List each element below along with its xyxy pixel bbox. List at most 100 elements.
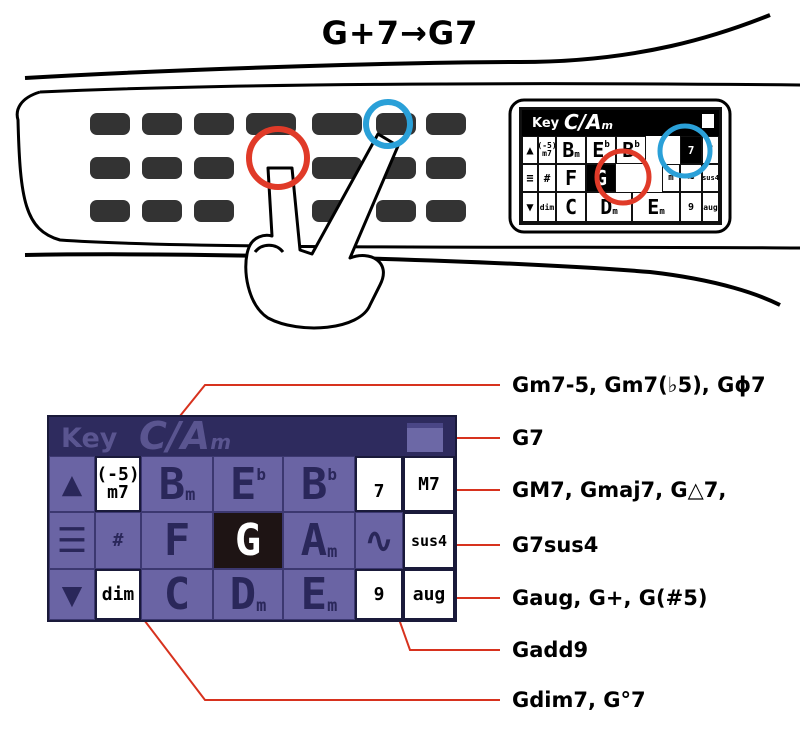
device-key: [312, 113, 362, 135]
device-cell-sus4: sus4: [702, 164, 719, 192]
device-cell-text: E: [592, 138, 605, 162]
device-cell-am: m: [662, 164, 680, 192]
panel-key-bar: Key C/Am: [49, 414, 455, 458]
chord-root-text: B: [300, 458, 328, 510]
chord-type-add9[interactable]: 9: [355, 569, 403, 620]
device-cell-text: aug: [703, 202, 718, 212]
device-key: [376, 200, 416, 222]
device-cell-text: F: [564, 166, 578, 190]
panel-key-label: Key: [61, 423, 118, 454]
device-key: [142, 113, 182, 135]
chord-type-7[interactable]: 7: [355, 456, 403, 512]
chord-type-aug[interactable]: aug: [403, 569, 455, 620]
chord-root-text: E: [229, 458, 257, 510]
device-cell-text: b: [604, 140, 610, 150]
label-aug: Gaug, G+, G(#5): [512, 586, 708, 610]
device-top-edge: [24, 13, 771, 80]
device-key: [90, 200, 130, 222]
chord-type-text: sus4: [410, 531, 448, 550]
blue-screen-ring: [657, 123, 713, 179]
device-cell-aug: aug: [702, 192, 719, 222]
chord-type-maj7[interactable]: M7: [403, 456, 455, 512]
chord-type-text: dim: [101, 584, 135, 605]
device-cell-text: b: [634, 140, 640, 150]
menu-icon[interactable]: ☰: [49, 512, 95, 569]
chord-root-suffix: b: [327, 464, 338, 484]
label-sus4: G7sus4: [512, 533, 599, 557]
chord-root-text: D: [229, 569, 257, 620]
device-key: [142, 200, 182, 222]
chord-root-g-selected[interactable]: G: [213, 512, 283, 569]
device-key: [90, 113, 130, 135]
red-screen-ring: [594, 148, 652, 206]
m7b5-bottom-text: m7: [107, 482, 129, 503]
diagram-title: G+7→G7: [321, 14, 479, 52]
panel-key-value: C/Am: [139, 414, 231, 458]
chord-type-dim[interactable]: dim: [95, 569, 141, 620]
device-cell-c: C: [556, 192, 586, 222]
device-key: [90, 157, 130, 179]
device-cell-text: 9: [687, 201, 695, 213]
panel-key-value-text: C/A: [139, 414, 211, 458]
label-maj7: GM7, Gmaj7, G△7,: [512, 478, 727, 502]
device-cell-text: m: [574, 150, 580, 160]
chord-root-f[interactable]: F: [141, 512, 213, 569]
sharp-button[interactable]: #: [95, 512, 141, 569]
chord-root-text: A: [300, 515, 328, 566]
device-key: [194, 200, 234, 222]
device-key: [142, 157, 182, 179]
down-arrow-icon[interactable]: ▼: [49, 569, 95, 620]
device-cell-text: sus4: [702, 174, 719, 182]
device-top-rim: [39, 82, 800, 94]
device-cell-text: #: [543, 171, 551, 185]
up-arrow-icon: ▲: [522, 136, 538, 164]
device-cell-m7b5: (-5)m7: [537, 136, 557, 164]
chord-root-suffix: m: [327, 595, 338, 616]
chord-type-text: M7: [418, 473, 440, 495]
chord-type-m7b5[interactable]: (-5) m7: [95, 456, 141, 512]
device-cell-7: 7: [680, 136, 702, 164]
leader-line-add9: [394, 607, 500, 651]
device-key: [426, 200, 466, 222]
device-cell-9: 9: [680, 192, 702, 222]
device-screen-header: Key C/Am: [522, 110, 719, 136]
red-touch-ring: [246, 126, 310, 190]
wave-icon[interactable]: ∿: [355, 512, 403, 569]
chord-root-c[interactable]: C: [141, 569, 213, 620]
device-cell-text: m: [612, 207, 618, 217]
sharp-text: #: [112, 530, 124, 551]
hand-thumb-line: [253, 243, 285, 254]
chord-type-text: 9: [373, 584, 385, 605]
chord-type-text: 7: [373, 480, 385, 502]
blue-touch-ring: [363, 99, 413, 149]
device-cell-text: m7: [542, 149, 552, 158]
chord-root-suffix: b: [256, 464, 267, 484]
hand-icon: [244, 132, 400, 330]
m7b5-top-text: (-5): [96, 464, 140, 485]
menu-icon: ≡: [522, 164, 538, 192]
panel-key-value-suffix: m: [210, 430, 232, 454]
device-cell-text: m: [668, 173, 674, 183]
device-key-value-text: C/A: [564, 110, 602, 134]
up-arrow-icon[interactable]: ▲: [49, 456, 95, 512]
device-cell-text: B: [562, 138, 575, 162]
chord-type-text: aug: [412, 584, 446, 605]
chord-root-text: B: [158, 458, 186, 510]
chord-type-sus4[interactable]: sus4: [403, 512, 455, 569]
chord-root-text: E: [300, 569, 328, 620]
device-key: [426, 157, 466, 179]
chord-root-suffix: m: [185, 485, 196, 505]
leader-line-dim7: [134, 607, 500, 701]
device-key: [194, 113, 234, 135]
device-cell-text: C: [564, 195, 578, 219]
